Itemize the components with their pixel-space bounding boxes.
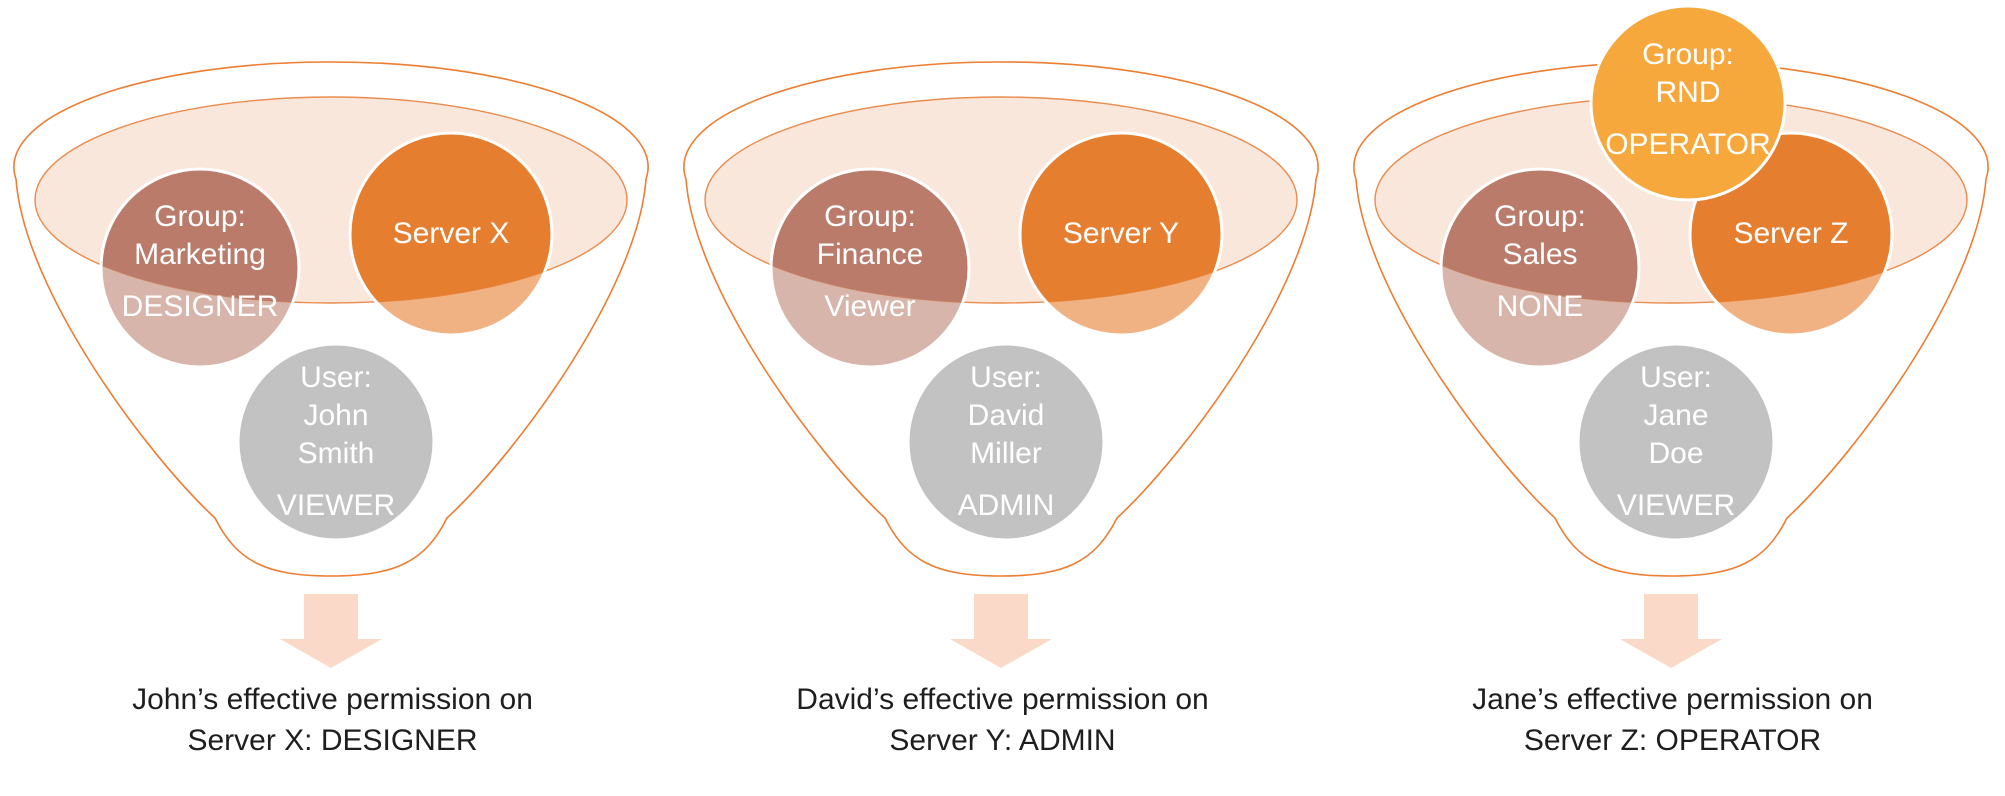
server-circle <box>348 131 554 337</box>
group-label-line: Group: <box>154 200 246 233</box>
server-circle-label: Server Y <box>1063 215 1179 253</box>
group-label-line: Marketing <box>134 238 266 271</box>
caption-line-1: David’s effective permission on <box>796 683 1209 716</box>
funnel-outline <box>1353 61 1989 577</box>
funnel-david: Group: Finance Viewer Server Y User: Dav… <box>670 0 1335 796</box>
group-role: NONE <box>1496 290 1584 323</box>
server-label: Server X <box>392 217 510 250</box>
funnel-outline <box>13 61 649 577</box>
group-label-line: Group: <box>1642 38 1734 71</box>
user-circle-label: User: Jane Doe VIEWER <box>1617 359 1735 525</box>
user-label-line: Jane <box>1643 399 1709 432</box>
user-label-line: User: <box>970 361 1042 394</box>
user-role: VIEWER <box>276 489 396 522</box>
group-role: DESIGNER <box>121 290 279 323</box>
rnd-group-circle <box>1589 4 1787 202</box>
down-arrow <box>950 594 1052 668</box>
user-role: VIEWER <box>1616 489 1736 522</box>
down-arrow <box>1620 594 1722 668</box>
user-label-line: Miller <box>970 437 1042 470</box>
user-role: ADMIN <box>957 489 1055 522</box>
caption-line-1: John’s effective permission on <box>132 683 533 716</box>
caption-line-2: Server X: DESIGNER <box>187 724 478 757</box>
server-label: Server Y <box>1062 217 1180 250</box>
group-label-line: Sales <box>1502 238 1578 271</box>
user-label-line: David <box>967 399 1045 432</box>
user-label-line: Smith <box>297 437 375 470</box>
user-label-line: User: <box>1640 361 1712 394</box>
funnel-john: Group: Marketing DESIGNER Server X User:… <box>0 0 665 796</box>
group-label-line: Group: <box>1494 200 1586 233</box>
funnel-graphic <box>1353 4 1989 668</box>
effective-permission-caption: Jane’s effective permission on Server Z:… <box>1340 679 2005 761</box>
group-role: Viewer <box>824 290 916 323</box>
server-circle <box>1018 131 1224 337</box>
user-circle-label: User: David Miller ADMIN <box>958 359 1055 525</box>
group-circle-label: Group: Sales NONE <box>1494 198 1586 326</box>
group-role: OPERATOR <box>1605 128 1771 161</box>
group-circle <box>769 167 971 369</box>
effective-permission-caption: John’s effective permission on Server X:… <box>0 679 665 761</box>
caption-line-2: Server Z: OPERATOR <box>1523 724 1822 757</box>
group-label-line: Group: <box>824 200 916 233</box>
group-circle <box>1439 167 1641 369</box>
funnel-graphic <box>13 61 649 668</box>
funnel-outline <box>683 61 1319 577</box>
group-circle-label: Group: Finance Viewer <box>817 198 924 326</box>
group-circle <box>99 167 301 369</box>
rnd-group-circle-label: Group: RND OPERATOR <box>1605 36 1771 164</box>
server-circle-label: Server X <box>393 215 510 253</box>
funnel-graphic <box>683 61 1319 668</box>
caption-line-1: Jane’s effective permission on <box>1472 683 1873 716</box>
down-arrow <box>280 594 382 668</box>
user-label-line: Doe <box>1648 437 1704 470</box>
caption-line-2: Server Y: ADMIN <box>889 724 1116 757</box>
server-circle-label: Server Z <box>1733 215 1848 253</box>
group-label-line: RND <box>1655 76 1721 109</box>
user-circle <box>906 342 1106 542</box>
user-circle-label: User: John Smith VIEWER <box>277 359 395 525</box>
user-circle <box>236 342 436 542</box>
group-circle-label: Group: Marketing DESIGNER <box>122 198 279 326</box>
effective-permission-caption: David’s effective permission on Server Y… <box>670 679 1335 761</box>
user-label-line: User: <box>300 361 372 394</box>
user-circle <box>1576 342 1776 542</box>
funnel-jane: Group: RND OPERATOR Group: Sales NONE Se… <box>1340 0 2005 796</box>
user-label-line: John <box>303 399 369 432</box>
server-label: Server Z <box>1733 217 1849 250</box>
group-label-line: Finance <box>816 238 924 271</box>
